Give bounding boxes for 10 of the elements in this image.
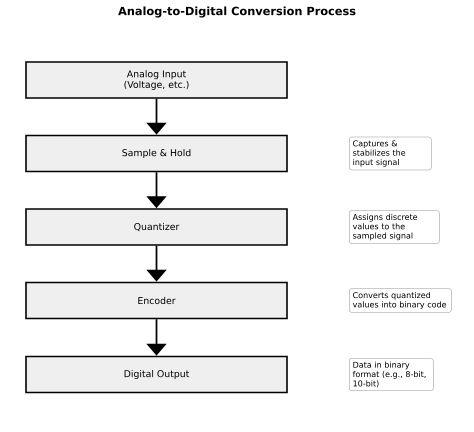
process-box: Quantizer <box>25 208 288 246</box>
process-box: Sample & Hold <box>25 134 288 172</box>
note-box: Converts quantized values into binary code <box>349 288 452 313</box>
title: Analog-to-Digital Conversion Process <box>118 6 356 18</box>
note-box: Assigns discrete values to the sampled signal <box>349 210 440 244</box>
process-box: Analog Input (Voltage, etc.) <box>25 61 288 99</box>
process-box: Digital Output <box>25 356 288 394</box>
process-box: Encoder <box>25 282 288 320</box>
note-box: Data in binary format (e.g., 8-bit, 10-bit) <box>349 358 434 391</box>
note-box: Captures & stabilizes the input signal <box>349 136 432 170</box>
